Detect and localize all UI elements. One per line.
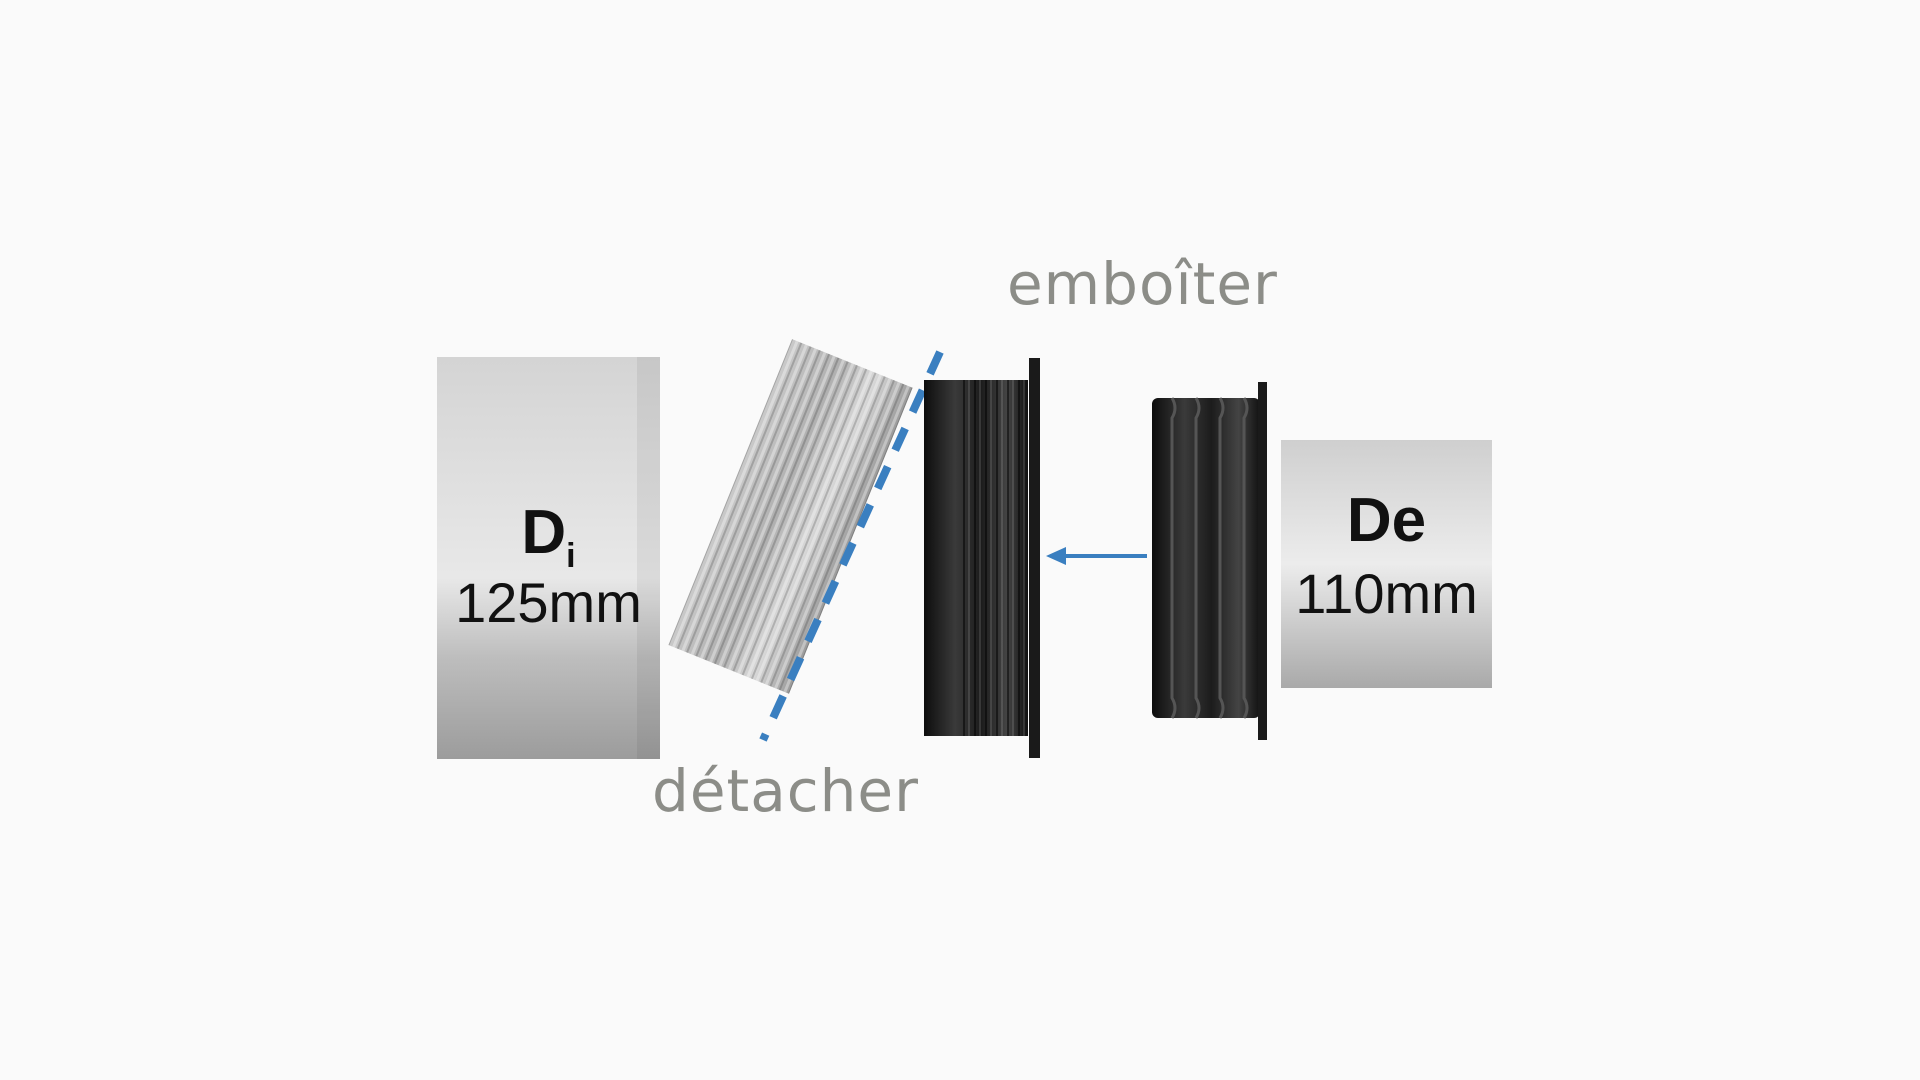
outer-pipe <box>1281 440 1492 688</box>
detach-line <box>759 350 944 742</box>
outer-diameter-value: 110mm <box>1295 562 1478 625</box>
inner-diameter-subscript: i <box>566 537 576 575</box>
black-adapter-left <box>924 358 1040 758</box>
inner-diameter-symbol: Di <box>521 498 576 575</box>
outer-diameter-symbol: De <box>1346 486 1427 555</box>
inner-diameter-value: 125mm <box>455 571 642 634</box>
fit-label: emboîter <box>1007 250 1278 318</box>
detach-label: détacher <box>652 757 919 825</box>
inner-pipe <box>437 357 660 759</box>
black-adapter-right <box>1152 382 1267 740</box>
fit-arrow <box>1046 547 1147 565</box>
metal-sleeve <box>668 339 913 694</box>
